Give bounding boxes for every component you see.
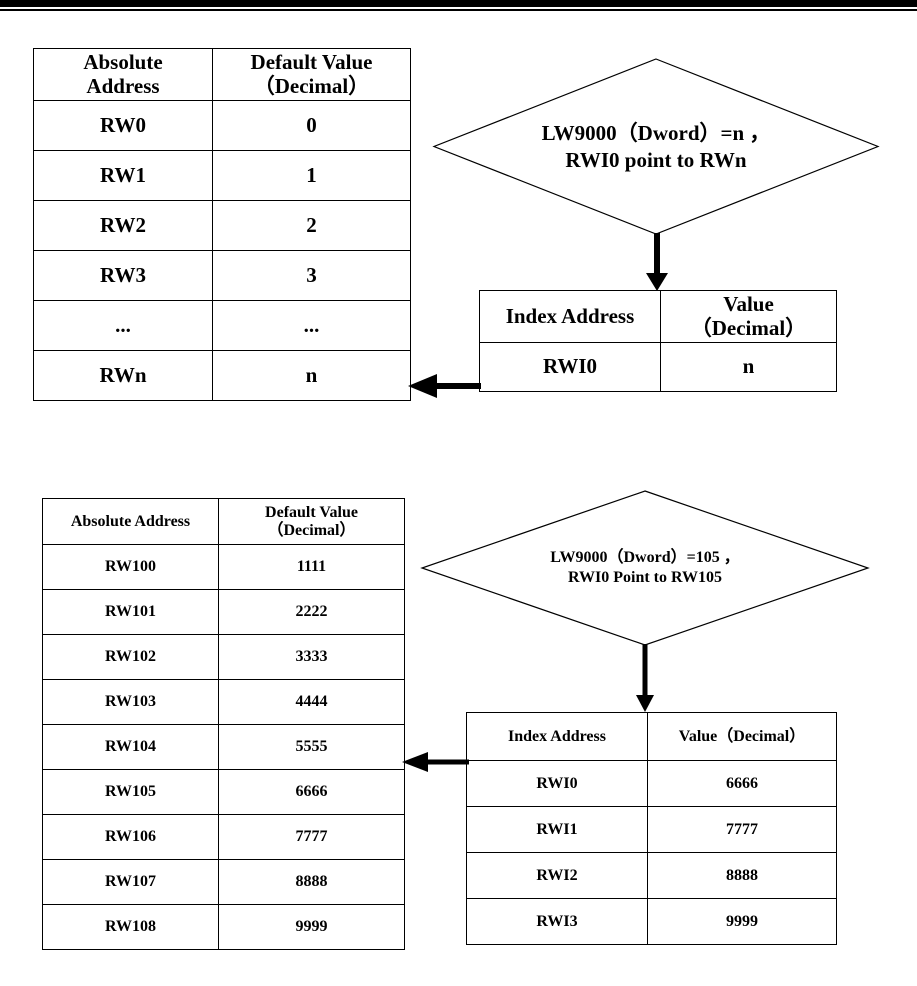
cell-address: RW100 [42,544,219,590]
cell-address: RW105 [42,769,219,815]
cell-value: 4444 [218,679,405,725]
header-text-line2: Address [86,73,160,98]
table-header-row: Index Address Value （Decimal） [479,290,837,343]
cell-value: 2222 [218,589,405,635]
table-row: RWn n [33,350,411,401]
table-row: RWI2 8888 [466,852,837,899]
table-header-row: Index Address Value（Decimal） [466,712,837,761]
cell-address: ... [33,300,213,351]
arrow-example-left [399,748,469,776]
cell-value: 1 [212,150,411,201]
header-text-line1: Default Value [265,503,358,521]
arrow-generic-left [405,370,481,402]
cell-value: 5555 [218,724,405,770]
header-absolute-address: Absolute Address [33,48,213,101]
cell-value: 3333 [218,634,405,680]
table-header-row: Absolute Address Default Value （Decimal） [33,48,411,101]
table-index-address-example: Index Address Value（Decimal） RWI0 6666 R… [466,712,837,945]
header-text-line2: （Decimal） [253,73,370,98]
cell-value: n [660,342,837,392]
table-row: RWI0 n [479,342,837,392]
header-text-line2: （Decimal） [690,315,807,340]
diamond-shape [432,58,880,235]
table-row: ... ... [33,300,411,351]
cell-value: 9999 [647,898,837,945]
cell-address: RW102 [42,634,219,680]
table-row: RW107 8888 [42,859,405,905]
cell-value: n [212,350,411,401]
header-index-address: Index Address [479,290,661,343]
down-arrow-icon [646,233,668,291]
header-text-line2: （Decimal） [267,521,356,539]
table-header-row: Absolute Address Default Value （Decimal） [42,498,405,545]
down-arrow-icon [636,644,654,712]
cell-value: 6666 [218,769,405,815]
cell-address: RW2 [33,200,213,251]
cell-address: RWI0 [479,342,661,392]
cell-value: 9999 [218,904,405,950]
left-arrow-icon [402,752,469,772]
header-text-line1: Default Value [250,49,373,74]
cell-address: RW106 [42,814,219,860]
cell-address: RW3 [33,250,213,301]
table-row: RW2 2 [33,200,411,251]
table-index-address-generic: Index Address Value （Decimal） RWI0 n [479,290,837,392]
cell-value: 7777 [647,806,837,853]
decision-diamond-generic: LW9000（Dword）=n ， RWI0 point to RWn [432,58,880,235]
table-row: RW0 0 [33,100,411,151]
table-row: RWI0 6666 [466,760,837,807]
arrow-example-down [631,644,659,714]
cell-address: RW104 [42,724,219,770]
table-row: RW102 3333 [42,634,405,680]
table-row: RW3 3 [33,250,411,301]
header-default-value: Default Value （Decimal） [218,498,405,545]
top-rule-thick [0,0,917,7]
cell-value: 6666 [647,760,837,807]
table-absolute-address-generic: Absolute Address Default Value （Decimal）… [33,48,411,401]
table-row: RWI3 9999 [466,898,837,945]
table-row: RW1 1 [33,150,411,201]
header-text-line1: Value [723,291,774,316]
cell-value: 1111 [218,544,405,590]
cell-value: 8888 [218,859,405,905]
cell-address: RW1 [33,150,213,201]
table-row: RW104 5555 [42,724,405,770]
decision-diamond-example: LW9000（Dword）=105 ， RWI0 Point to RW105 [420,490,870,646]
cell-address: RWI0 [466,760,648,807]
cell-value: 3 [212,250,411,301]
cell-value: 7777 [218,814,405,860]
table-row: RW105 6666 [42,769,405,815]
cell-address: RW108 [42,904,219,950]
cell-value: 0 [212,100,411,151]
cell-value: 8888 [647,852,837,899]
cell-address: RW103 [42,679,219,725]
diamond-shape [420,490,870,646]
table-row: RW106 7777 [42,814,405,860]
arrow-generic-down [642,233,672,293]
header-index-address: Index Address [466,712,648,761]
table-row: RW101 2222 [42,589,405,635]
header-text-line1: Absolute [83,49,163,74]
header-absolute-address: Absolute Address [42,498,219,545]
cell-value: 2 [212,200,411,251]
cell-address: RW101 [42,589,219,635]
left-arrow-icon [408,374,481,398]
table-row: RW100 1111 [42,544,405,590]
header-value: Value （Decimal） [660,290,837,343]
table-row: RW103 4444 [42,679,405,725]
cell-value: ... [212,300,411,351]
cell-address: RWn [33,350,213,401]
cell-address: RW107 [42,859,219,905]
table-absolute-address-example: Absolute Address Default Value （Decimal）… [42,498,405,950]
cell-address: RWI2 [466,852,648,899]
cell-address: RWI3 [466,898,648,945]
top-rule-thin [0,9,917,11]
cell-address: RWI1 [466,806,648,853]
table-row: RW108 9999 [42,904,405,950]
header-default-value: Default Value （Decimal） [212,48,411,101]
cell-address: RW0 [33,100,213,151]
header-value: Value（Decimal） [647,712,837,761]
table-row: RWI1 7777 [466,806,837,853]
